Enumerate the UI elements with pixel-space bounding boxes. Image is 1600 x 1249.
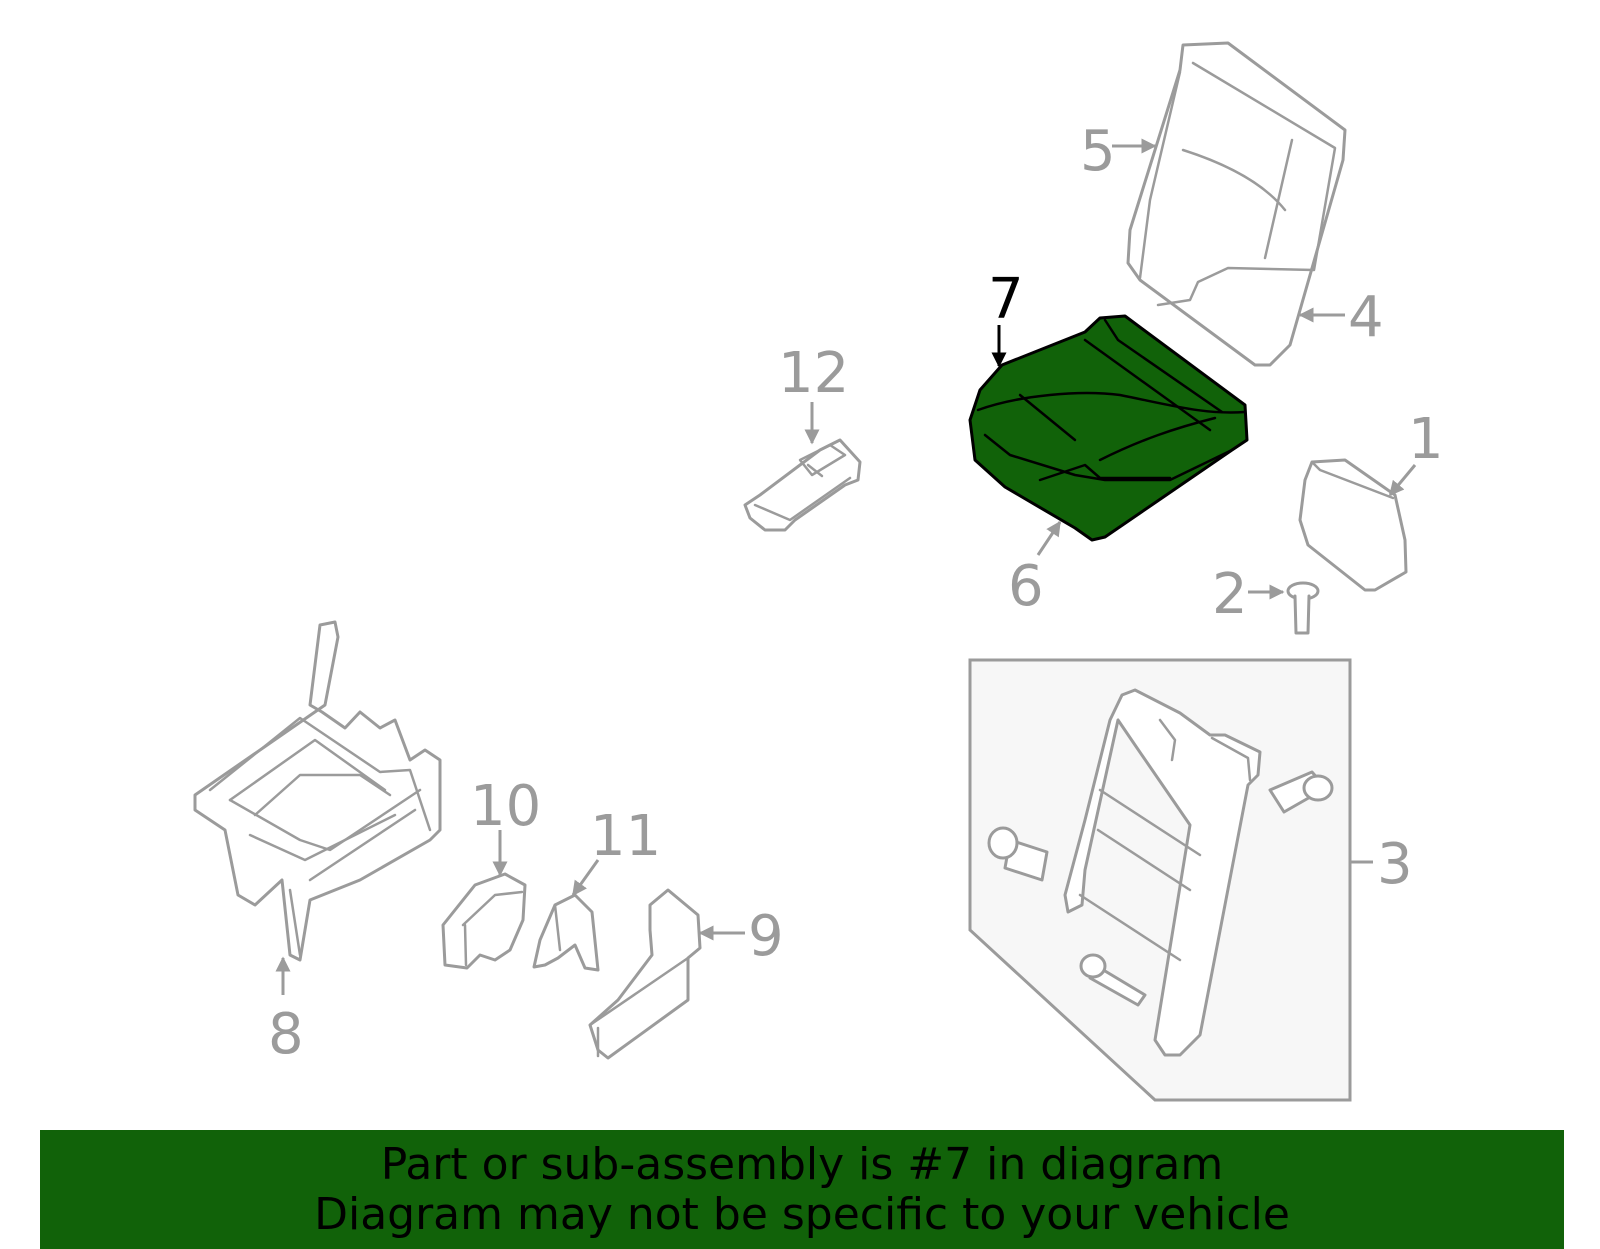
- callout-1: 1: [1408, 407, 1444, 472]
- callout-7: 7: [988, 267, 1024, 332]
- headrest-part[interactable]: [1298, 458, 1408, 592]
- trim-cover-part[interactable]: [441, 872, 527, 970]
- banner-line-2: Diagram may not be specific to your vehi…: [314, 1189, 1290, 1240]
- callout-2: 2: [1212, 562, 1248, 627]
- frame-subassembly-box[interactable]: [968, 658, 1352, 1102]
- seat-back-part[interactable]: [1126, 41, 1347, 367]
- callout-6: 6: [1008, 554, 1044, 619]
- callout-3: 3: [1377, 832, 1413, 897]
- switch-part[interactable]: [743, 438, 862, 532]
- side-shield-part[interactable]: [588, 888, 702, 1060]
- small-cover-part[interactable]: [532, 893, 600, 972]
- callout-12: 12: [778, 341, 849, 406]
- seat-cushion-part[interactable]: [968, 314, 1249, 542]
- callout-5: 5: [1080, 119, 1116, 184]
- leader-1: [1388, 464, 1417, 497]
- frame-part: [1063, 688, 1262, 1057]
- bolt-lower: [1079, 953, 1147, 1007]
- banner-line-1: Part or sub-assembly is #7 in diagram: [380, 1139, 1224, 1190]
- callout-8: 8: [268, 1002, 304, 1067]
- guide-pin-part[interactable]: [1286, 581, 1320, 635]
- leader-6: [1036, 520, 1062, 556]
- bolt-upper-right: [1268, 770, 1334, 814]
- seat-track-part[interactable]: [193, 620, 442, 962]
- callout-9: 9: [748, 904, 784, 969]
- bolt-left: [987, 826, 1049, 882]
- callout-11: 11: [590, 804, 661, 869]
- info-banner: Part or sub-assembly is #7 in diagram Di…: [40, 1130, 1564, 1249]
- callout-4: 4: [1348, 285, 1384, 350]
- leader-11: [571, 859, 600, 897]
- callout-10: 10: [470, 774, 541, 839]
